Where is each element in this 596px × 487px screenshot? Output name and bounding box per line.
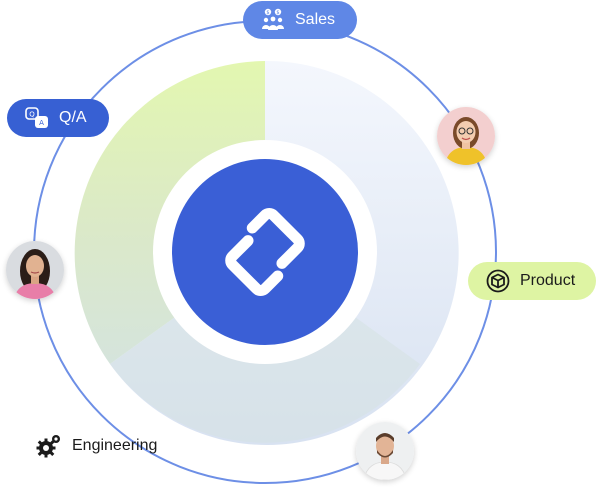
svg-text:$: $ bbox=[266, 10, 269, 16]
engineering-label: Engineering bbox=[72, 437, 158, 454]
team-dollar-icon: $ $ bbox=[261, 8, 285, 32]
person-avatar-icon bbox=[6, 241, 64, 299]
svg-text:A: A bbox=[39, 119, 44, 127]
avatar-woman-pink-top[interactable] bbox=[6, 241, 64, 299]
box-icon bbox=[486, 269, 510, 293]
gears-icon bbox=[36, 433, 62, 459]
translate-icon: Q A bbox=[25, 106, 49, 130]
center-circle bbox=[172, 159, 358, 345]
person-avatar-icon bbox=[356, 422, 414, 480]
engineering-item[interactable]: Engineering bbox=[36, 433, 157, 459]
person-avatar-icon bbox=[437, 107, 495, 165]
sales-label: Sales bbox=[295, 11, 336, 28]
avatar-man-white-shirt[interactable] bbox=[356, 422, 414, 480]
diamond-link-logo-icon bbox=[225, 208, 305, 296]
product-label: Product bbox=[520, 272, 576, 289]
product-pill[interactable]: Product bbox=[468, 262, 596, 300]
sales-pill[interactable]: $ $ Sales bbox=[243, 1, 357, 39]
svg-text:Q: Q bbox=[29, 111, 35, 119]
avatar-woman-yellow-top[interactable] bbox=[437, 107, 495, 165]
svg-text:$: $ bbox=[276, 10, 279, 16]
qa-label: Q/A bbox=[59, 109, 87, 126]
qa-pill[interactable]: Q A Q/A bbox=[7, 99, 109, 137]
